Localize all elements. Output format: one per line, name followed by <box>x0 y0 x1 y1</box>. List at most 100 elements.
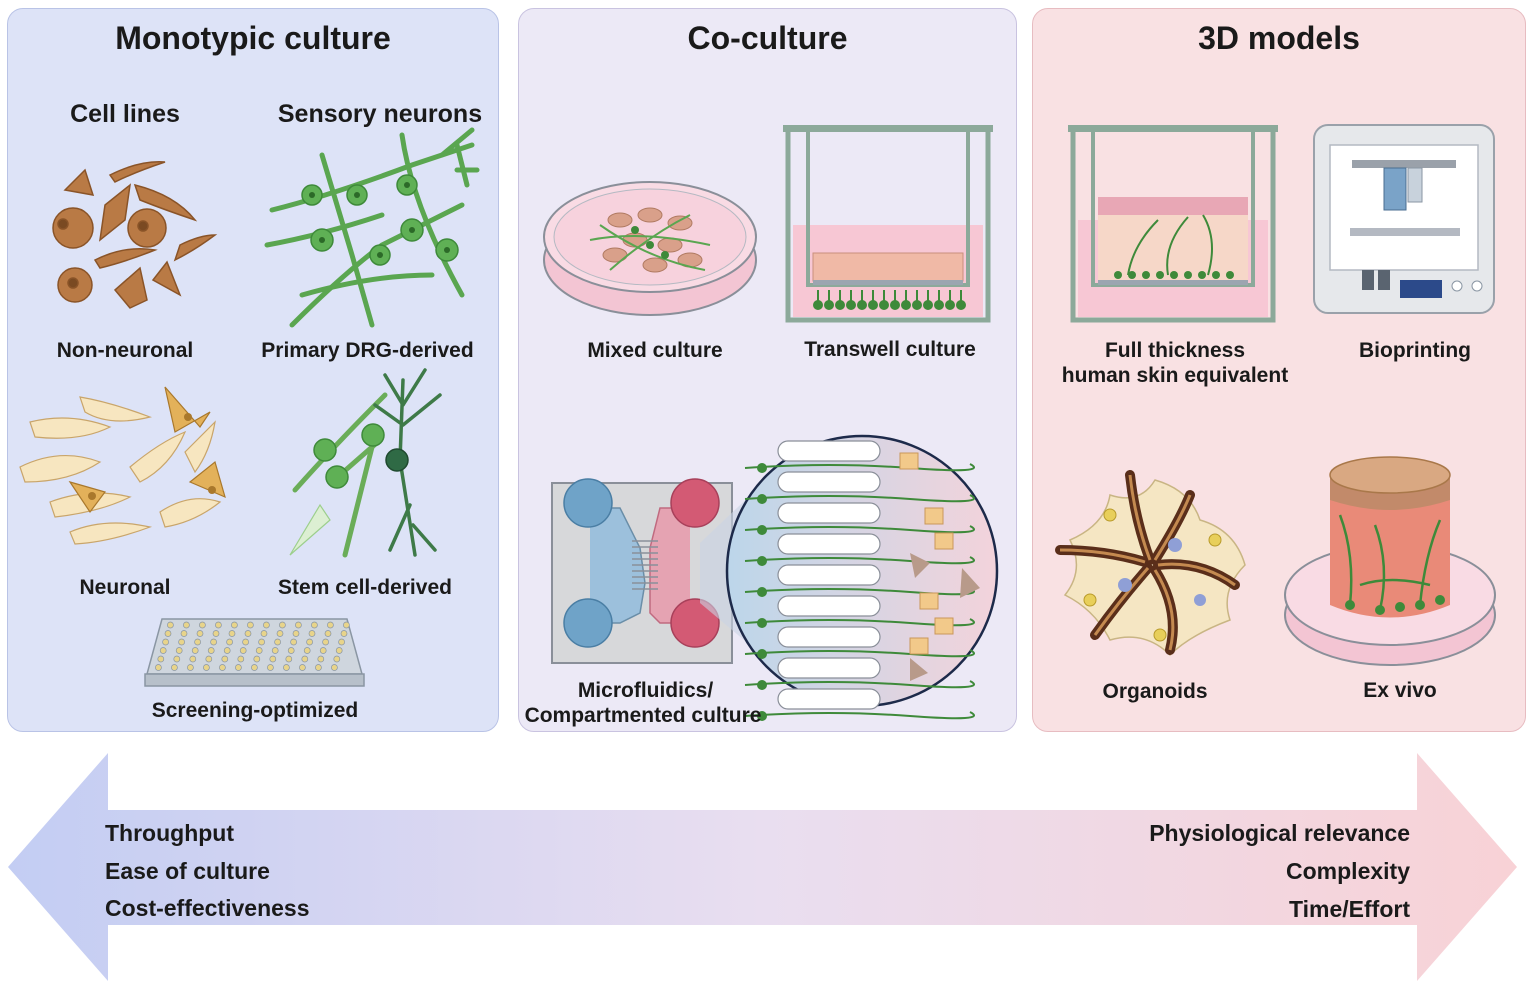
plate-well <box>258 638 265 646</box>
axon <box>744 556 975 565</box>
primary-drg-neurons-illustration <box>264 127 480 328</box>
plate-well <box>260 630 268 637</box>
neuron-soma <box>868 300 878 310</box>
plate-well <box>237 655 245 663</box>
neuron-soma <box>1156 271 1164 279</box>
skin-equivalent-label-line2: human skin equivalent <box>1061 364 1289 387</box>
plate-well <box>251 664 258 671</box>
plate-well <box>295 621 302 629</box>
neuron-soma <box>824 300 834 310</box>
plate-well <box>221 655 229 663</box>
plate-well <box>255 647 263 654</box>
plate-well <box>187 664 194 671</box>
plate-well <box>301 655 309 663</box>
neuronal-label: Neuronal <box>79 576 171 599</box>
arrow-left-cost: Cost-effectiveness <box>105 895 310 921</box>
neuronal-cells-illustration <box>19 386 226 545</box>
plate-well <box>290 638 297 646</box>
neuron-soma <box>757 649 767 659</box>
axon <box>744 494 975 503</box>
plate-well <box>311 621 318 629</box>
microchannel <box>777 595 881 617</box>
microfluidic-chip-illustration <box>551 434 999 721</box>
plate-well <box>178 638 185 646</box>
plate-well <box>263 621 270 629</box>
monotypic-culture-panel <box>7 8 499 732</box>
stem-cell-neurons-illustration <box>289 368 442 558</box>
neuron-soma <box>857 300 867 310</box>
axon <box>744 649 975 658</box>
microfluidics-label-line2: Compartmented culture <box>524 704 762 727</box>
neuron-soma <box>1212 271 1220 279</box>
plate-well <box>308 630 316 637</box>
microchannel <box>777 502 881 524</box>
axon <box>744 680 975 689</box>
plate-well <box>223 647 231 654</box>
axon <box>744 525 975 534</box>
plate-well <box>331 664 338 671</box>
plate-well <box>159 647 167 654</box>
neuron-soma <box>912 300 922 310</box>
plate-well <box>285 655 293 663</box>
neuron-soma <box>923 300 933 310</box>
plate-well <box>180 630 188 637</box>
plate-well <box>167 621 174 629</box>
plate-well <box>219 664 226 671</box>
plate-well <box>196 630 204 637</box>
plate-well <box>171 664 178 671</box>
plate-well <box>253 655 261 663</box>
axon <box>744 587 975 596</box>
ex-vivo-tissue-illustration <box>1284 456 1496 666</box>
microchannel <box>777 657 881 679</box>
plate-well <box>231 621 238 629</box>
plate-well <box>235 664 242 671</box>
non-neuronal-cells-illustration <box>52 161 218 309</box>
plate-well <box>207 647 215 654</box>
plate-well <box>267 664 274 671</box>
neuron-soma <box>1170 271 1178 279</box>
primary-drg-derived-label: Primary DRG-derived <box>261 339 474 362</box>
neuron-soma <box>757 494 767 504</box>
plate-well <box>333 655 341 663</box>
plate-well <box>292 630 300 637</box>
plate-well <box>215 621 222 629</box>
plate-well <box>210 638 217 646</box>
plate-well <box>212 630 220 637</box>
plate-well <box>228 630 236 637</box>
neuron-soma <box>835 300 845 310</box>
neuron-soma <box>757 525 767 535</box>
tradeoff-double-arrow <box>8 753 1517 981</box>
plate-well <box>247 621 254 629</box>
plate-well <box>205 655 213 663</box>
plate-well <box>338 638 345 646</box>
transwell-culture-illustration <box>783 125 993 323</box>
microchannel <box>777 688 881 710</box>
bioprinter-illustration <box>1313 124 1495 314</box>
plate-well <box>157 655 165 663</box>
plate-well <box>303 647 311 654</box>
microchannel <box>777 564 881 586</box>
cell-lines-heading: Cell lines <box>70 100 180 128</box>
neuron-soma <box>901 300 911 310</box>
neuron-soma <box>945 300 955 310</box>
plate-well <box>164 630 172 637</box>
plate-well <box>319 647 327 654</box>
skin-equivalent-illustration <box>1068 125 1278 323</box>
arrow-right-relevance: Physiological relevance <box>1149 820 1410 846</box>
plate-well <box>173 655 181 663</box>
stem-cell-derived-label: Stem cell-derived <box>278 576 452 599</box>
neuron-soma <box>1142 271 1150 279</box>
plate-well <box>162 638 169 646</box>
bioprinting-label: Bioprinting <box>1359 339 1471 362</box>
mixed-culture-dish-illustration <box>543 181 757 316</box>
neuron-soma <box>757 680 767 690</box>
plate-well <box>242 638 249 646</box>
monotypic-culture-title: Monotypic culture <box>115 20 391 56</box>
plate-well <box>340 630 348 637</box>
arrow-right-complexity: Complexity <box>1286 858 1410 884</box>
neuron-soma <box>1114 271 1122 279</box>
plate-well <box>343 621 350 629</box>
organoids-label: Organoids <box>1102 680 1208 703</box>
neuron-soma <box>890 300 900 310</box>
well-plate-illustration <box>144 618 365 687</box>
